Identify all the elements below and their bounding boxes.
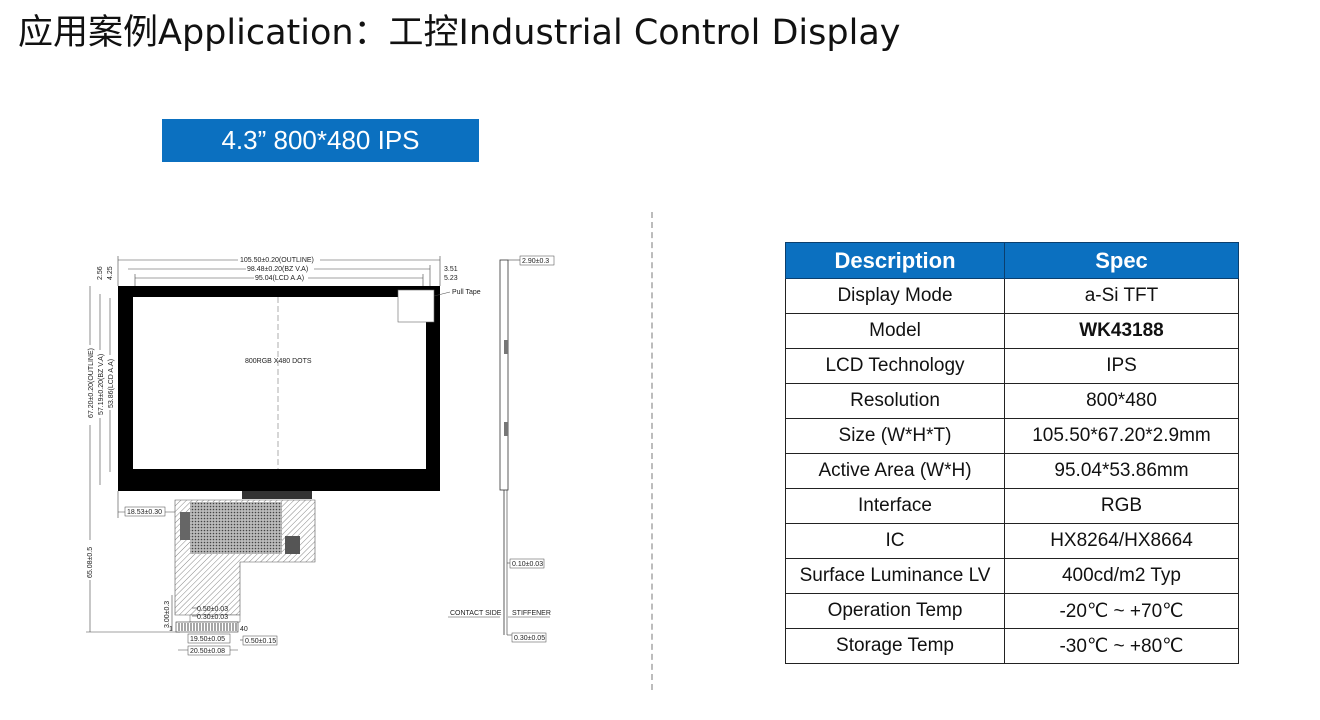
dim-lcd-height: 53.86(LCD A.A): [108, 359, 115, 408]
row-spec: WK43188: [1004, 313, 1239, 349]
dim-bz-width: 98.48±0.20(BZ V.A): [247, 266, 308, 273]
row-desc: Surface Luminance LV: [785, 558, 1005, 594]
resolution-label: 800RGB X480 DOTS: [245, 358, 312, 365]
technical-drawing: 105.50±0.20(OUTLINE) 98.48±0.20(BZ V.A) …: [85, 255, 555, 656]
section-divider: [651, 212, 653, 690]
row-desc: Storage Temp: [785, 628, 1005, 664]
pull-tape-label: Pull Tape: [452, 289, 481, 296]
row-desc: Size (W*H*T): [785, 418, 1005, 454]
stiffener-label: STIFFENER: [512, 610, 551, 617]
dim-tail-thickness: 0.10±0.03: [512, 561, 543, 568]
row-desc: Display Mode: [785, 278, 1005, 314]
pull-tape: [397, 289, 435, 323]
dim-tail-height: 3.00±0.3: [164, 601, 171, 628]
row-desc: Operation Temp: [785, 593, 1005, 629]
table-row: Interface RGB: [785, 488, 1239, 524]
dim-top-right-1: 3.51: [444, 266, 458, 273]
table-row: LCD Technology IPS: [785, 348, 1239, 384]
dim-fpc-offset: 18.53±0.30: [127, 509, 162, 516]
row-spec: HX8264/HX8664: [1004, 523, 1239, 559]
table-row: Size (W*H*T) 105.50*67.20*2.9mm: [785, 418, 1239, 454]
contact-side-label: CONTACT SIDE: [450, 610, 502, 617]
page-title: 应用案例Application：工控Industrial Control Dis…: [18, 13, 901, 53]
row-desc: IC: [785, 523, 1005, 559]
dim-bz-height: 57.19±0.20(BZ V.A): [98, 354, 105, 415]
row-desc: Resolution: [785, 383, 1005, 419]
pin-40-label: 40: [240, 626, 248, 633]
row-spec: IPS: [1004, 348, 1239, 384]
side-view: [499, 259, 509, 491]
dim-pitch-2: 0.30±0.03: [197, 614, 228, 621]
row-spec: RGB: [1004, 488, 1239, 524]
header-description: Description: [785, 242, 1005, 279]
dim-thickness: 2.90±0.3: [522, 258, 549, 265]
lcd-active-area: [133, 297, 426, 469]
dim-outline-width: 105.50±0.20(OUTLINE): [240, 257, 314, 264]
dim-top-right-2: 5.23: [444, 275, 458, 282]
pin-1-label: 1: [169, 626, 173, 633]
dim-side-gap: 0.50±0.15: [245, 638, 276, 645]
header-spec: Spec: [1004, 242, 1239, 279]
product-badge: 4.3” 800*480 IPS: [162, 119, 479, 162]
row-desc: Interface: [785, 488, 1005, 524]
row-spec: -20℃ ~ +70℃: [1004, 593, 1239, 629]
spec-table: Description Spec Display Mode a-Si TFT M…: [785, 242, 1239, 664]
table-row: Active Area (W*H) 95.04*53.86mm: [785, 453, 1239, 489]
table-row: Resolution 800*480: [785, 383, 1239, 419]
row-spec: a-Si TFT: [1004, 278, 1239, 314]
row-spec: 95.04*53.86mm: [1004, 453, 1239, 489]
dim-stiffener: 0.30±0.05: [514, 635, 545, 642]
table-row: Surface Luminance LV 400cd/m2 Typ: [785, 558, 1239, 594]
dim-outline-height: 67.20±0.20(OUTLINE): [88, 348, 95, 418]
fpc-components: [190, 502, 282, 554]
row-desc: Active Area (W*H): [785, 453, 1005, 489]
row-spec: 400cd/m2 Typ: [1004, 558, 1239, 594]
dim-top-left-2: 4.25: [107, 266, 114, 280]
row-spec: 105.50*67.20*2.9mm: [1004, 418, 1239, 454]
row-spec: -30℃ ~ +80℃: [1004, 628, 1239, 664]
fpc-tail: [175, 621, 239, 633]
table-row: Display Mode a-Si TFT: [785, 278, 1239, 314]
row-desc: Model: [785, 313, 1005, 349]
spec-header-row: Description Spec: [785, 242, 1239, 279]
row-spec: 800*480: [1004, 383, 1239, 419]
dim-lcd-width: 95.04(LCD A.A): [255, 275, 304, 282]
dim-pin-span: 19.50±0.05: [190, 636, 225, 643]
dim-pitch-1: 0.50±0.03: [197, 606, 228, 613]
table-row: Operation Temp -20℃ ~ +70℃: [785, 593, 1239, 629]
table-row: Model WK43188: [785, 313, 1239, 349]
row-desc: LCD Technology: [785, 348, 1005, 384]
dim-tail-width: 20.50±0.08: [190, 648, 225, 655]
dim-total-height: 65.08±0.5: [87, 547, 94, 578]
dim-top-left-1: 2.56: [97, 266, 104, 280]
table-row: IC HX8264/HX8664: [785, 523, 1239, 559]
table-row: Storage Temp -30℃ ~ +80℃: [785, 628, 1239, 664]
